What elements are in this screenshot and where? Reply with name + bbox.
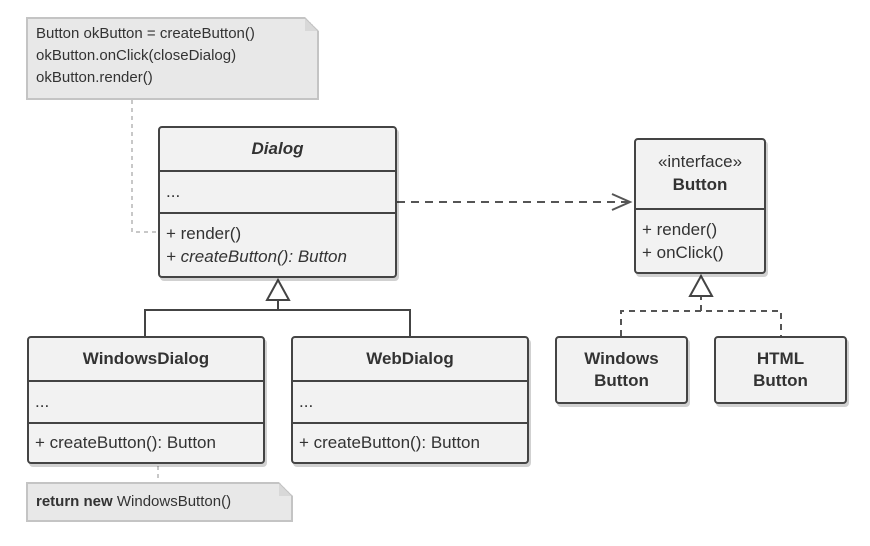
- button-op-onclick: + onClick(): [642, 242, 724, 262]
- button-op-render: + render(): [642, 219, 718, 239]
- windows-button-line-1: Windows: [584, 348, 659, 368]
- button-interface: «interface» Button + render() + onClick(…: [634, 138, 766, 274]
- dialog-op-render: + render(): [166, 223, 242, 243]
- html-button-name: HTML Button: [716, 338, 845, 402]
- windows-dialog-fields: ...: [29, 380, 263, 422]
- note-line-3: okButton.render(): [36, 69, 153, 86]
- realization-connector: [620, 310, 782, 336]
- client-code-note: Button okButton = createButton() okButto…: [26, 17, 319, 100]
- html-button-line-1: HTML: [756, 348, 805, 368]
- button-interface-header: «interface» Button: [636, 140, 764, 208]
- button-interface-operations: + render() + onClick(): [636, 208, 764, 272]
- windows-dialog-class: WindowsDialog ... + createButton(): Butt…: [27, 336, 265, 464]
- dialog-fields: ...: [160, 170, 395, 212]
- dialog-op-createbutton: + createButton(): Button: [166, 246, 347, 266]
- factory-method-note: return new WindowsButton(): [26, 482, 293, 522]
- note-line-1: Button okButton = createButton(): [36, 25, 255, 42]
- note-link-dialog: [131, 100, 158, 233]
- dialog-class-name: Dialog: [251, 139, 304, 158]
- inheritance-arrow-head: [265, 277, 291, 301]
- realization-arrow-head: [688, 273, 714, 297]
- web-dialog-name: WebDialog: [366, 349, 454, 368]
- web-dialog-op-createbutton: + createButton(): Button: [293, 422, 527, 462]
- dialog-operations: + render() + createButton(): Button: [160, 212, 395, 276]
- interface-stereotype: «interface»: [657, 152, 743, 172]
- windows-dialog-op-createbutton: + createButton(): Button: [29, 422, 263, 462]
- windows-button-name: Windows Button: [557, 338, 686, 402]
- note-line-2: okButton.onClick(closeDialog): [36, 47, 237, 64]
- windows-button-class: Windows Button: [555, 336, 688, 404]
- web-dialog-class: WebDialog ... + createButton(): Button: [291, 336, 529, 464]
- html-button-class: HTML Button: [714, 336, 847, 404]
- note-code: WindowsButton(): [112, 493, 232, 510]
- html-button-line-2: Button: [753, 371, 808, 390]
- web-dialog-fields: ...: [293, 380, 527, 422]
- inheritance-connector: [144, 309, 411, 336]
- windows-button-line-2: Button: [594, 371, 649, 390]
- button-interface-name: Button: [672, 175, 728, 194]
- dialog-class: Dialog ... + render() + createButton(): …: [158, 126, 397, 278]
- windows-dialog-name: WindowsDialog: [82, 349, 210, 368]
- dependency-arrow-head: [611, 193, 633, 211]
- note-keyword: return new: [36, 493, 113, 510]
